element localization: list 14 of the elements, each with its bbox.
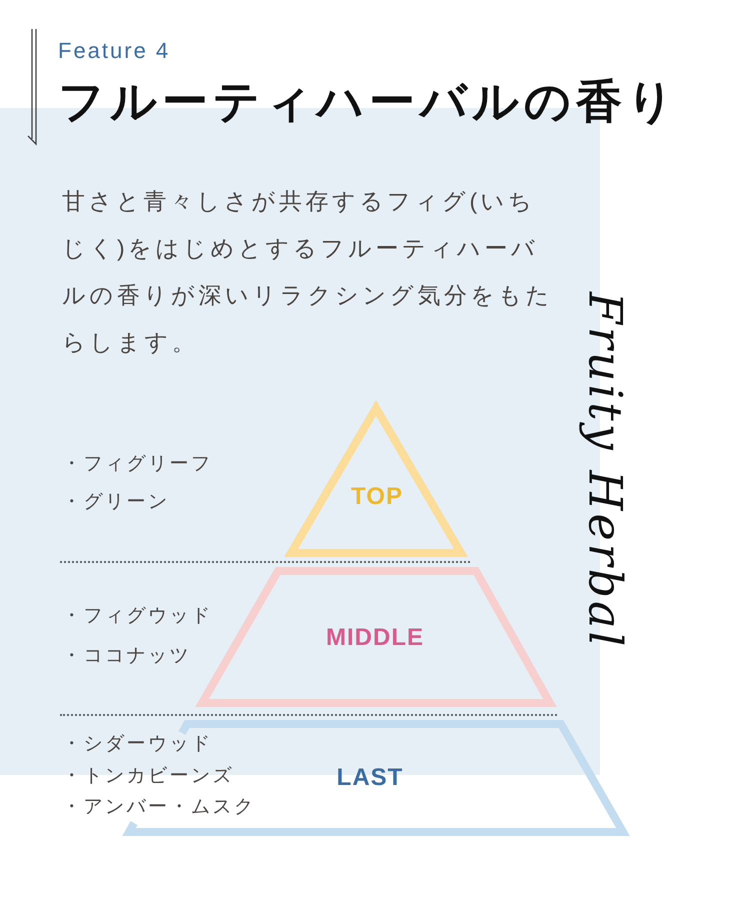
- note-list-item: ・ココナッツ: [62, 646, 191, 668]
- page-title: フルーティハーバルの香り: [58, 74, 679, 129]
- note-list-item: ・アンバー・ムスク: [62, 796, 256, 820]
- intro-paragraph: 甘さと青々しさが共存するフィグ(いちじく)をはじめとするフルーティハーバルの香りが深いリラクシング気分をもたらします。: [62, 187, 554, 357]
- tier-label: TOP: [351, 484, 403, 510]
- tier-label: MIDDLE: [326, 624, 424, 652]
- note-list-item: ・グリーン: [62, 492, 170, 514]
- vertical-script-text: Fruity Herbal: [580, 292, 631, 650]
- note-list-item: ・シダーウッド: [62, 734, 212, 756]
- section-label: Feature 4: [58, 38, 170, 64]
- note-list-item: ・フィグリーフ: [62, 454, 212, 476]
- tier-label: LAST: [336, 764, 404, 792]
- note-list-item: ・トンカビーンズ: [62, 765, 234, 788]
- note-list-item: ・フィグウッド: [62, 606, 212, 628]
